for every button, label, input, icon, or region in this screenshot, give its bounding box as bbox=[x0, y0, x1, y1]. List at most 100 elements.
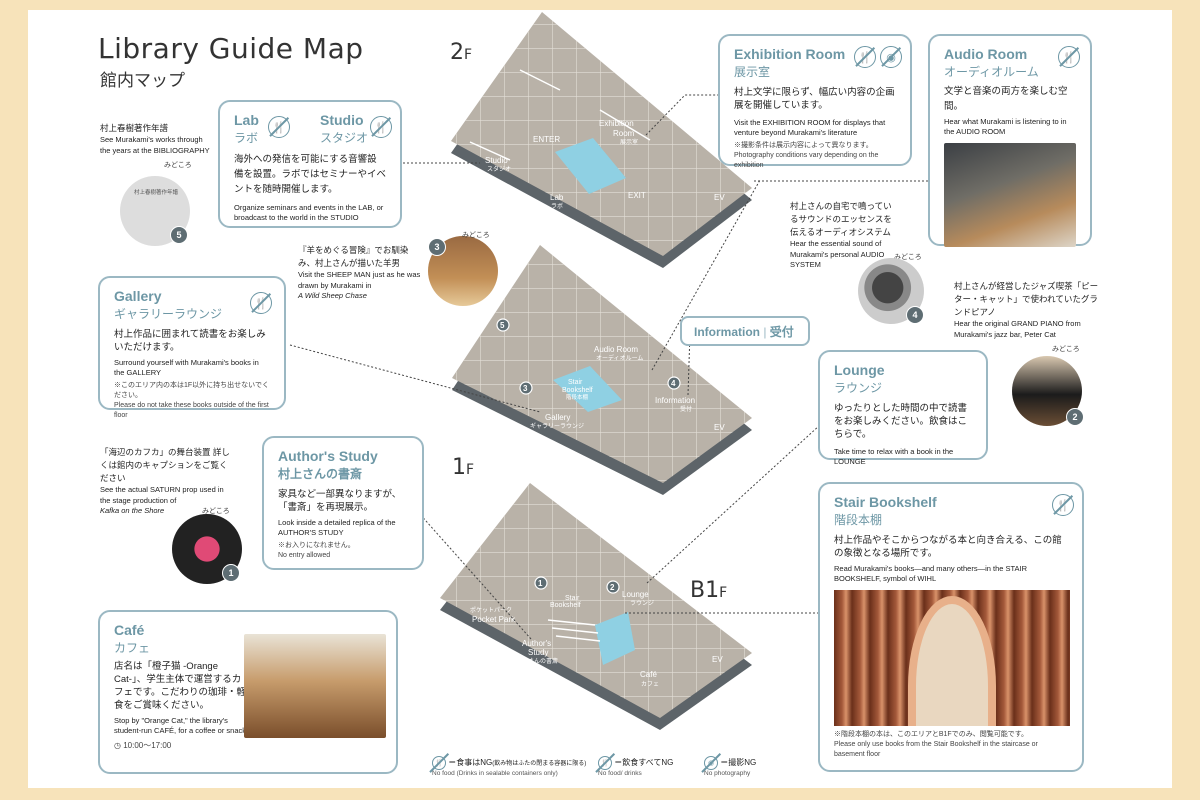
legend-no-food: 🍴 ＝食事はNG(飲み物はふたの閉まる容器に限る) No food (Drink… bbox=[432, 756, 586, 777]
lab-title-ja: ラボ bbox=[234, 131, 259, 145]
lounge-text-en: Take time to relax with a book in the LO… bbox=[834, 447, 954, 466]
authors-study-card: Author's Study 村上さんの書斎 家具など一部異なりますが、「書斎」… bbox=[262, 436, 424, 570]
map-marker-4: 4 bbox=[671, 379, 676, 388]
map-label-audio: Audio Room bbox=[594, 345, 638, 354]
lounge-card: Lounge ラウンジ ゆったりとした時間の中で読書をお楽しみください。飲食はこ… bbox=[818, 350, 988, 466]
gallery-card: Gallery ギャラリーラウンジ 🍴 村上作品に囲まれて読書をお楽しみいただけ… bbox=[98, 276, 286, 419]
no-food-icon: 🍴 bbox=[1058, 46, 1080, 68]
studio-title-ja: スタジオ bbox=[320, 131, 369, 145]
lab-title: Lab bbox=[234, 112, 259, 128]
authors-text-ja: 家具など一部異なりますが、「書斎」を再現展示。 bbox=[278, 489, 402, 513]
floor-b1-plan bbox=[440, 483, 752, 730]
map-label-gallery-ja: ギャラリーラウンジ bbox=[530, 422, 584, 430]
highlight-1-text: 「海辺のカフカ」の舞台装置 詳しくは館内のキャプションをご覧ください See t… bbox=[100, 447, 230, 515]
highlight-3-label: みどころ bbox=[462, 232, 490, 239]
gallery-text-ja: 村上作品に囲まれて読書をお楽しみいただけます。 bbox=[114, 329, 266, 353]
map-label-stair-bookshelf-b1: Bookshelf bbox=[550, 602, 581, 609]
map-marker-1: 1 bbox=[538, 579, 543, 588]
floor-label-1f: 1F bbox=[452, 455, 475, 480]
audio-title: Audio Room bbox=[944, 46, 1028, 62]
legend-no-photography: ◉ ＝撮影NG No photography bbox=[704, 756, 756, 777]
highlight-1-number: 1 bbox=[222, 564, 240, 582]
clock-icon: ◷ bbox=[114, 741, 124, 750]
stair-text-en: Read Murakami's books—and many others—in… bbox=[834, 564, 1028, 583]
audio-room-photo bbox=[944, 143, 1076, 247]
map-label-cafe-ja: カフェ bbox=[641, 681, 659, 688]
map-label-exhibition-ja: 展示室 bbox=[620, 138, 638, 146]
no-food-icon: 🍴 bbox=[268, 116, 290, 138]
map-markers: 5 3 4 1 2 bbox=[496, 318, 681, 594]
map-label-studio: Studio bbox=[485, 156, 508, 165]
lounge-title-ja: ラウンジ bbox=[834, 381, 883, 395]
stair-title: Stair Bookshelf bbox=[834, 494, 937, 510]
audio-title-ja: オーディオルーム bbox=[944, 65, 1039, 79]
map-label-authors-ja: 村上さんの書斎 bbox=[516, 657, 558, 665]
highlight-4-text: 村上さんの自宅で鳴っているサウンドのエッセンスを伝えるオーディオシステム Hea… bbox=[790, 201, 892, 269]
map-label-ev-2f: EV bbox=[714, 193, 725, 202]
highlight-5-number: 5 bbox=[170, 226, 188, 244]
stair-note-ja: ※階段本棚の本は、このエリアとB1Fでのみ、閲覧可能です。 bbox=[834, 731, 1028, 738]
map-label-information-ja: 受付 bbox=[680, 405, 692, 413]
no-food-icon: 🍴 bbox=[370, 116, 392, 138]
exhibition-title-ja: 展示室 bbox=[734, 65, 771, 79]
no-food-icon: 🍴 bbox=[250, 292, 272, 314]
map-label-stair-bookshelf: Bookshelf bbox=[562, 387, 593, 394]
highlight-1-label: みどころ bbox=[202, 508, 230, 515]
no-photography-icon: ◉ bbox=[704, 756, 718, 770]
cafe-title-ja: カフェ bbox=[114, 641, 151, 655]
stair-bookshelf-card: Stair Bookshelf 階段本棚 🍴 村上作品やそこからつながる本と向き… bbox=[818, 482, 1084, 772]
map-label-exit: EXIT bbox=[628, 191, 646, 200]
audio-room-card: Audio Room オーディオルーム 🍴 文学と音楽の両方を楽しむ空間。 He… bbox=[928, 34, 1092, 247]
information-label: Information | 受付 bbox=[680, 316, 810, 346]
authors-note-en: No entry allowed bbox=[278, 552, 331, 559]
map-label-lounge: Lounge bbox=[622, 590, 649, 599]
exhibition-note-ja: ※撮影条件は展示内容によって異なります。 bbox=[734, 142, 873, 149]
map-label-enter: ENTER bbox=[533, 135, 560, 144]
lab-text-ja: 海外への発信を可能にする音響設備を設置。ラボではセミナーやイベントを随時開催しま… bbox=[234, 154, 387, 195]
audio-text-ja: 文学と音楽の両方を楽しむ空間。 bbox=[944, 86, 1068, 112]
page-subtitle: 館内マップ bbox=[100, 71, 185, 91]
map-label-ev-b1: EV bbox=[712, 655, 723, 664]
exhibition-note-en: Photography conditions vary depending on… bbox=[734, 152, 879, 169]
lab-studio-card: Lab ラボ Studio スタジオ 🍴 🍴 海外への発信を可能にする音響設備を… bbox=[218, 100, 402, 228]
lounge-title: Lounge bbox=[834, 362, 885, 378]
highlight-4-label: みどころ bbox=[894, 254, 922, 261]
no-photography-icon: ◉ bbox=[880, 46, 902, 68]
highlight-2-number: 2 bbox=[1066, 408, 1084, 426]
authors-note-ja: ※お入りになれません。 bbox=[278, 542, 355, 549]
lab-text-en: Organize seminars and events in the LAB,… bbox=[234, 203, 384, 222]
exhibition-title: Exhibition Room bbox=[734, 46, 846, 62]
floor-2f-plan bbox=[451, 12, 752, 268]
gallery-title: Gallery bbox=[114, 288, 162, 304]
cafe-hours: ◷ 10:00～17:00 bbox=[114, 741, 172, 750]
exhibition-text-ja: 村上文学に限らず、幅広い内容の企画展を開催しています。 bbox=[734, 87, 895, 111]
map-label-audio-ja: オーディオルーム bbox=[596, 354, 643, 362]
highlight-5-text: 村上春樹著作年譜 See Murakami's works through th… bbox=[100, 123, 210, 155]
highlight-4-number: 4 bbox=[906, 306, 924, 324]
highlight-5-label: みどころ bbox=[164, 162, 192, 169]
floor-label-b1f: B1F bbox=[690, 578, 728, 603]
cafe-photo bbox=[244, 634, 386, 738]
map-label-lab-ja: ラボ bbox=[551, 202, 563, 210]
map-label-stair: Stair bbox=[568, 379, 583, 386]
map-label-pocket: Pocket Park bbox=[472, 615, 516, 624]
stair-bookshelf-photo bbox=[834, 590, 1070, 726]
floor-1f-plan bbox=[452, 245, 752, 495]
cafe-text-ja: 店名は「橙子猫 -Orange Cat-」、学生主体で運営するカフェです。こだわ… bbox=[114, 661, 247, 711]
gallery-text-en: Surround yourself with Murakami's books … bbox=[114, 358, 259, 377]
gallery-title-ja: ギャラリーラウンジ bbox=[114, 307, 223, 321]
no-food-drinks-icon: 🍴 bbox=[598, 756, 612, 770]
map-label-stair-ja: 階段本棚 bbox=[566, 393, 589, 401]
map-marker-5: 5 bbox=[500, 321, 505, 330]
highlight-2-text: 村上さんが経営したジャズ喫茶「ピーター・キャット」で使われていたグランドピアノ … bbox=[954, 281, 1099, 339]
no-food-icon: 🍴 bbox=[432, 756, 446, 770]
legend-no-food-drinks: 🍴 ＝飲食すべてNG No food/ drinks bbox=[598, 756, 673, 777]
map-label-studio-ja: スタジオ bbox=[487, 165, 511, 173]
lounge-text-ja: ゆったりとした時間の中で読書をお楽しみください。飲食はこちらで。 bbox=[834, 403, 968, 440]
highlight-3-number: 3 bbox=[428, 238, 446, 256]
floor-label-2f: 2F bbox=[450, 40, 473, 65]
stair-text-ja: 村上作品やそこからつながる本と向き合える、この館の象徴となる場所です。 bbox=[834, 535, 1062, 559]
map-label-exhibition: Exhibition bbox=[599, 119, 634, 128]
cafe-card: Café カフェ 店名は「橙子猫 -Orange Cat-」、学生主体で運営する… bbox=[98, 610, 398, 774]
